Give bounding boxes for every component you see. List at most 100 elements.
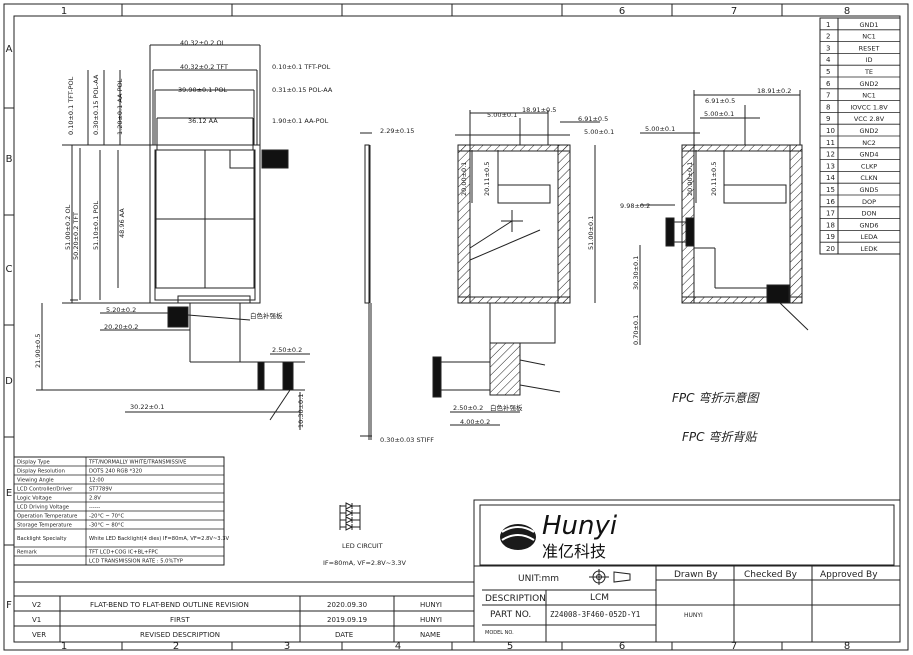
model-no-label: MODEL NO.	[485, 630, 514, 636]
col-marker: 8	[844, 641, 850, 652]
dim-width-pol: 39.90±0.1 POL	[178, 86, 227, 94]
row-marker: A	[6, 44, 13, 55]
pin-number: 11	[826, 139, 835, 147]
spec-label: Remark	[17, 550, 37, 556]
brand-logo-icon	[500, 524, 536, 550]
col-marker: 4	[395, 641, 401, 652]
row-marker: F	[6, 600, 12, 611]
row-marker: C	[6, 264, 13, 275]
led-diode-icon	[345, 523, 354, 531]
spec-value: -30°C ~ 80°C	[89, 523, 125, 529]
pin-name: RESET	[859, 44, 880, 52]
checked-by-label: Checked By	[744, 570, 798, 580]
dim-height-tft: 50.20±0.2 TFT	[72, 212, 80, 260]
col-marker: 1	[61, 641, 67, 652]
spec-label: Operation Temperature	[17, 514, 77, 520]
pin-number: 20	[826, 245, 835, 253]
dim-right-aa: 1.90±0.1 AA-POL	[272, 117, 329, 125]
pin-number: 19	[826, 233, 835, 241]
dim-bent-500b: 5.00±0.1	[645, 125, 675, 133]
pin-number: 7	[826, 92, 830, 100]
spec-value: ------	[89, 505, 100, 511]
brand-name-cn: 准亿科技	[542, 542, 606, 561]
spec-label: Backlight Specialty	[17, 536, 67, 542]
pin-number: 13	[826, 162, 835, 170]
col-marker: 5	[507, 641, 513, 652]
dim-fpc-1030: 10.30±0.1	[297, 394, 305, 428]
dim-v-tft-pol: 0.10±0.1 TFT-POL	[67, 76, 75, 135]
spec-label: Display Resolution	[17, 469, 65, 475]
dim-width-ol: 40.32±0.2 OL	[180, 39, 226, 47]
drawer-name: HUNYI	[684, 612, 703, 619]
rev-header-name: NAME	[420, 631, 441, 639]
col-marker: 7	[731, 641, 737, 652]
pin-number: 16	[826, 198, 835, 206]
dim-width-aa: 36.12 AA	[188, 117, 218, 125]
dim-back-400: 4.00±0.2	[460, 418, 490, 426]
dim-bent-691: 6.91±0.5	[705, 97, 735, 105]
spec-value: ST7789V	[89, 487, 113, 493]
pin-name: ID	[866, 56, 873, 64]
dim-back-250: 2.50±0.2	[453, 404, 483, 412]
led-diode-icon	[345, 509, 354, 517]
fpc-fold-subtitle: FPC 弯折背贴	[682, 430, 758, 444]
pin-name: GND2	[859, 127, 878, 135]
dim-bent-500a: 5.00±0.1	[704, 110, 734, 118]
led-circuit	[339, 502, 361, 531]
pin-number: 3	[826, 44, 830, 52]
fpc-fold-title: FPC 弯折示意图	[672, 391, 760, 405]
dim-v-aa: 1.20±0.1 AA-POL	[116, 78, 124, 135]
pin-name: IOVCC 1.8V	[850, 103, 888, 111]
dim-back-691: 6.91±0.5	[578, 115, 608, 123]
pin-name: CLKP	[861, 162, 877, 170]
front-dims: 40.32±0.2 OL 40.32±0.2 TFT 39.90±0.1 POL…	[34, 39, 333, 428]
dim-side-thickness: 2.29±0.15	[380, 127, 414, 135]
pin-number: 10	[826, 127, 835, 135]
pin-number: 2	[826, 33, 830, 41]
approved-by-label: Approved By	[820, 570, 878, 580]
pin-number: 5	[826, 68, 830, 76]
rev-v1-ver: V1	[32, 616, 41, 624]
pin-name: GND2	[859, 80, 878, 88]
spec-value: DOTS 240 RGB *320	[89, 469, 142, 475]
dim-bent-2000: 20.00±0.1	[686, 162, 694, 196]
dim-bent-1891: 18.91±0.2	[757, 87, 791, 95]
pin-number: 8	[826, 103, 830, 111]
rev-header-date: DATE	[335, 631, 353, 639]
dim-fpc-2190: 21.90±0.5	[34, 334, 42, 368]
pin-name: GND6	[859, 221, 878, 229]
rev-v2-ver: V2	[32, 601, 41, 609]
stiffener-note: 白色补强板	[250, 311, 283, 320]
dim-v-pol-aa: 0.30±0.15 POL-AA	[92, 74, 100, 135]
rev-v2-name: HUNYI	[420, 601, 442, 609]
description-label: DESCRIPTION	[485, 594, 546, 604]
dim-bent-3030: 30.30±0.1	[632, 256, 640, 290]
spec-label: Viewing Angle	[17, 478, 54, 484]
bent-view	[639, 90, 809, 345]
dim-back-1891: 18.91±0.5	[522, 106, 556, 114]
description-value: LCM	[590, 593, 609, 603]
pin-name: CLKN	[860, 174, 877, 182]
spec-label: LCD Controller/Driver	[17, 487, 73, 493]
brand-name: Hunyi	[542, 511, 618, 541]
led-diode-icon	[345, 516, 354, 524]
col-marker: 3	[284, 641, 290, 652]
pin-number: 15	[826, 186, 835, 194]
side-view	[360, 132, 372, 440]
stiffener-note-back: 白色补强板	[490, 403, 523, 412]
spec-value: 12:00	[89, 478, 104, 484]
dim-bent-998: 9.98±0.2	[620, 202, 650, 210]
spec-value: TFT/NORMALLY WHITE/TRANSMISSIVE	[88, 460, 186, 466]
rev-header-desc: REVISED DESCRIPTION	[140, 631, 220, 639]
pin-number: 6	[826, 80, 831, 88]
dim-width-tft: 40.32±0.2 TFT	[180, 63, 228, 71]
led-diode-icon	[345, 502, 354, 510]
part-no-value: Z24008-3F460-052D-Y1	[550, 610, 640, 619]
pin-name: GND5	[859, 186, 878, 194]
row-marker: B	[6, 154, 13, 165]
spec-label: Logic Voltage	[17, 496, 52, 502]
spec-label: LCD Driving Voltage	[17, 505, 69, 511]
spec-value: -20°C ~ 70°C	[89, 514, 125, 520]
